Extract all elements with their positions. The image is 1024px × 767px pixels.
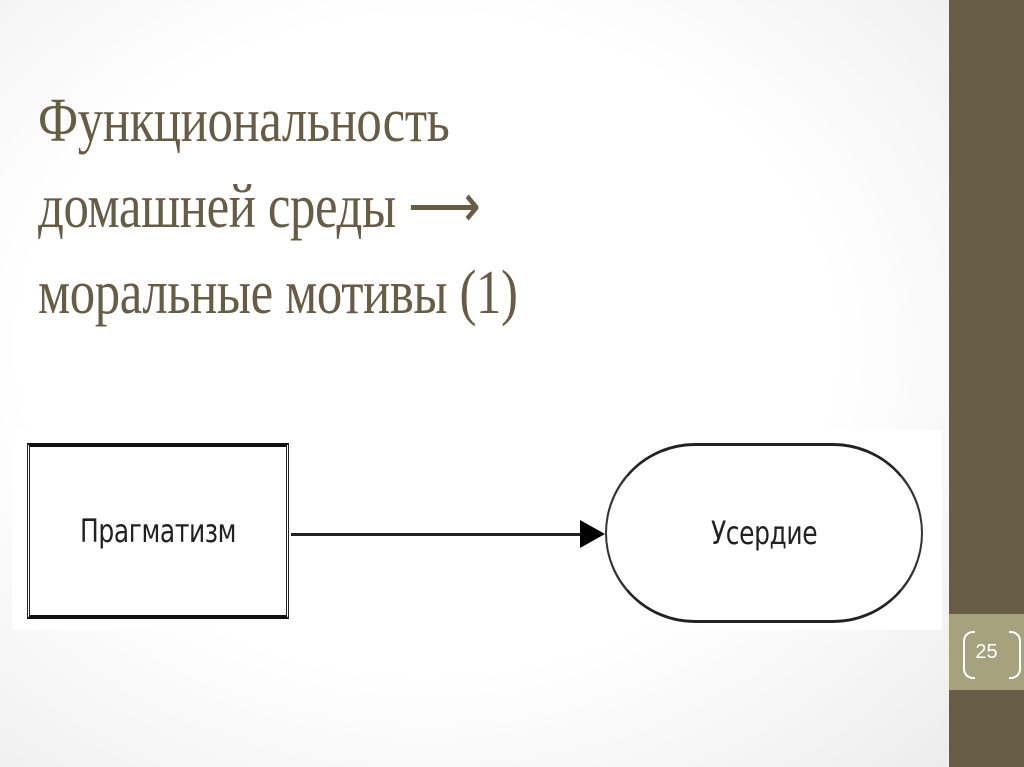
- right-bracket-icon: [1009, 631, 1021, 679]
- left-bracket-icon: [963, 631, 975, 679]
- title-line-2: домашней среды ⟶: [38, 173, 481, 241]
- node-pragmatism: Прагматизм: [27, 443, 289, 619]
- node-label-diligence: Усердие: [710, 514, 818, 552]
- node-diligence: Усердие: [605, 443, 923, 623]
- slide-canvas: [0, 0, 949, 767]
- arrow-line: [291, 533, 583, 536]
- title-line-1: Функциональность: [38, 87, 450, 155]
- slide-title: Функциональность домашней среды ⟶ мораль…: [38, 78, 612, 336]
- node-label-pragmatism: Прагматизм: [79, 512, 237, 550]
- page-number: 25: [975, 640, 998, 663]
- page-number-box: 25: [949, 614, 1024, 690]
- arrow-head-icon: [580, 520, 605, 548]
- title-line-3: моральные мотивы (1): [38, 259, 518, 327]
